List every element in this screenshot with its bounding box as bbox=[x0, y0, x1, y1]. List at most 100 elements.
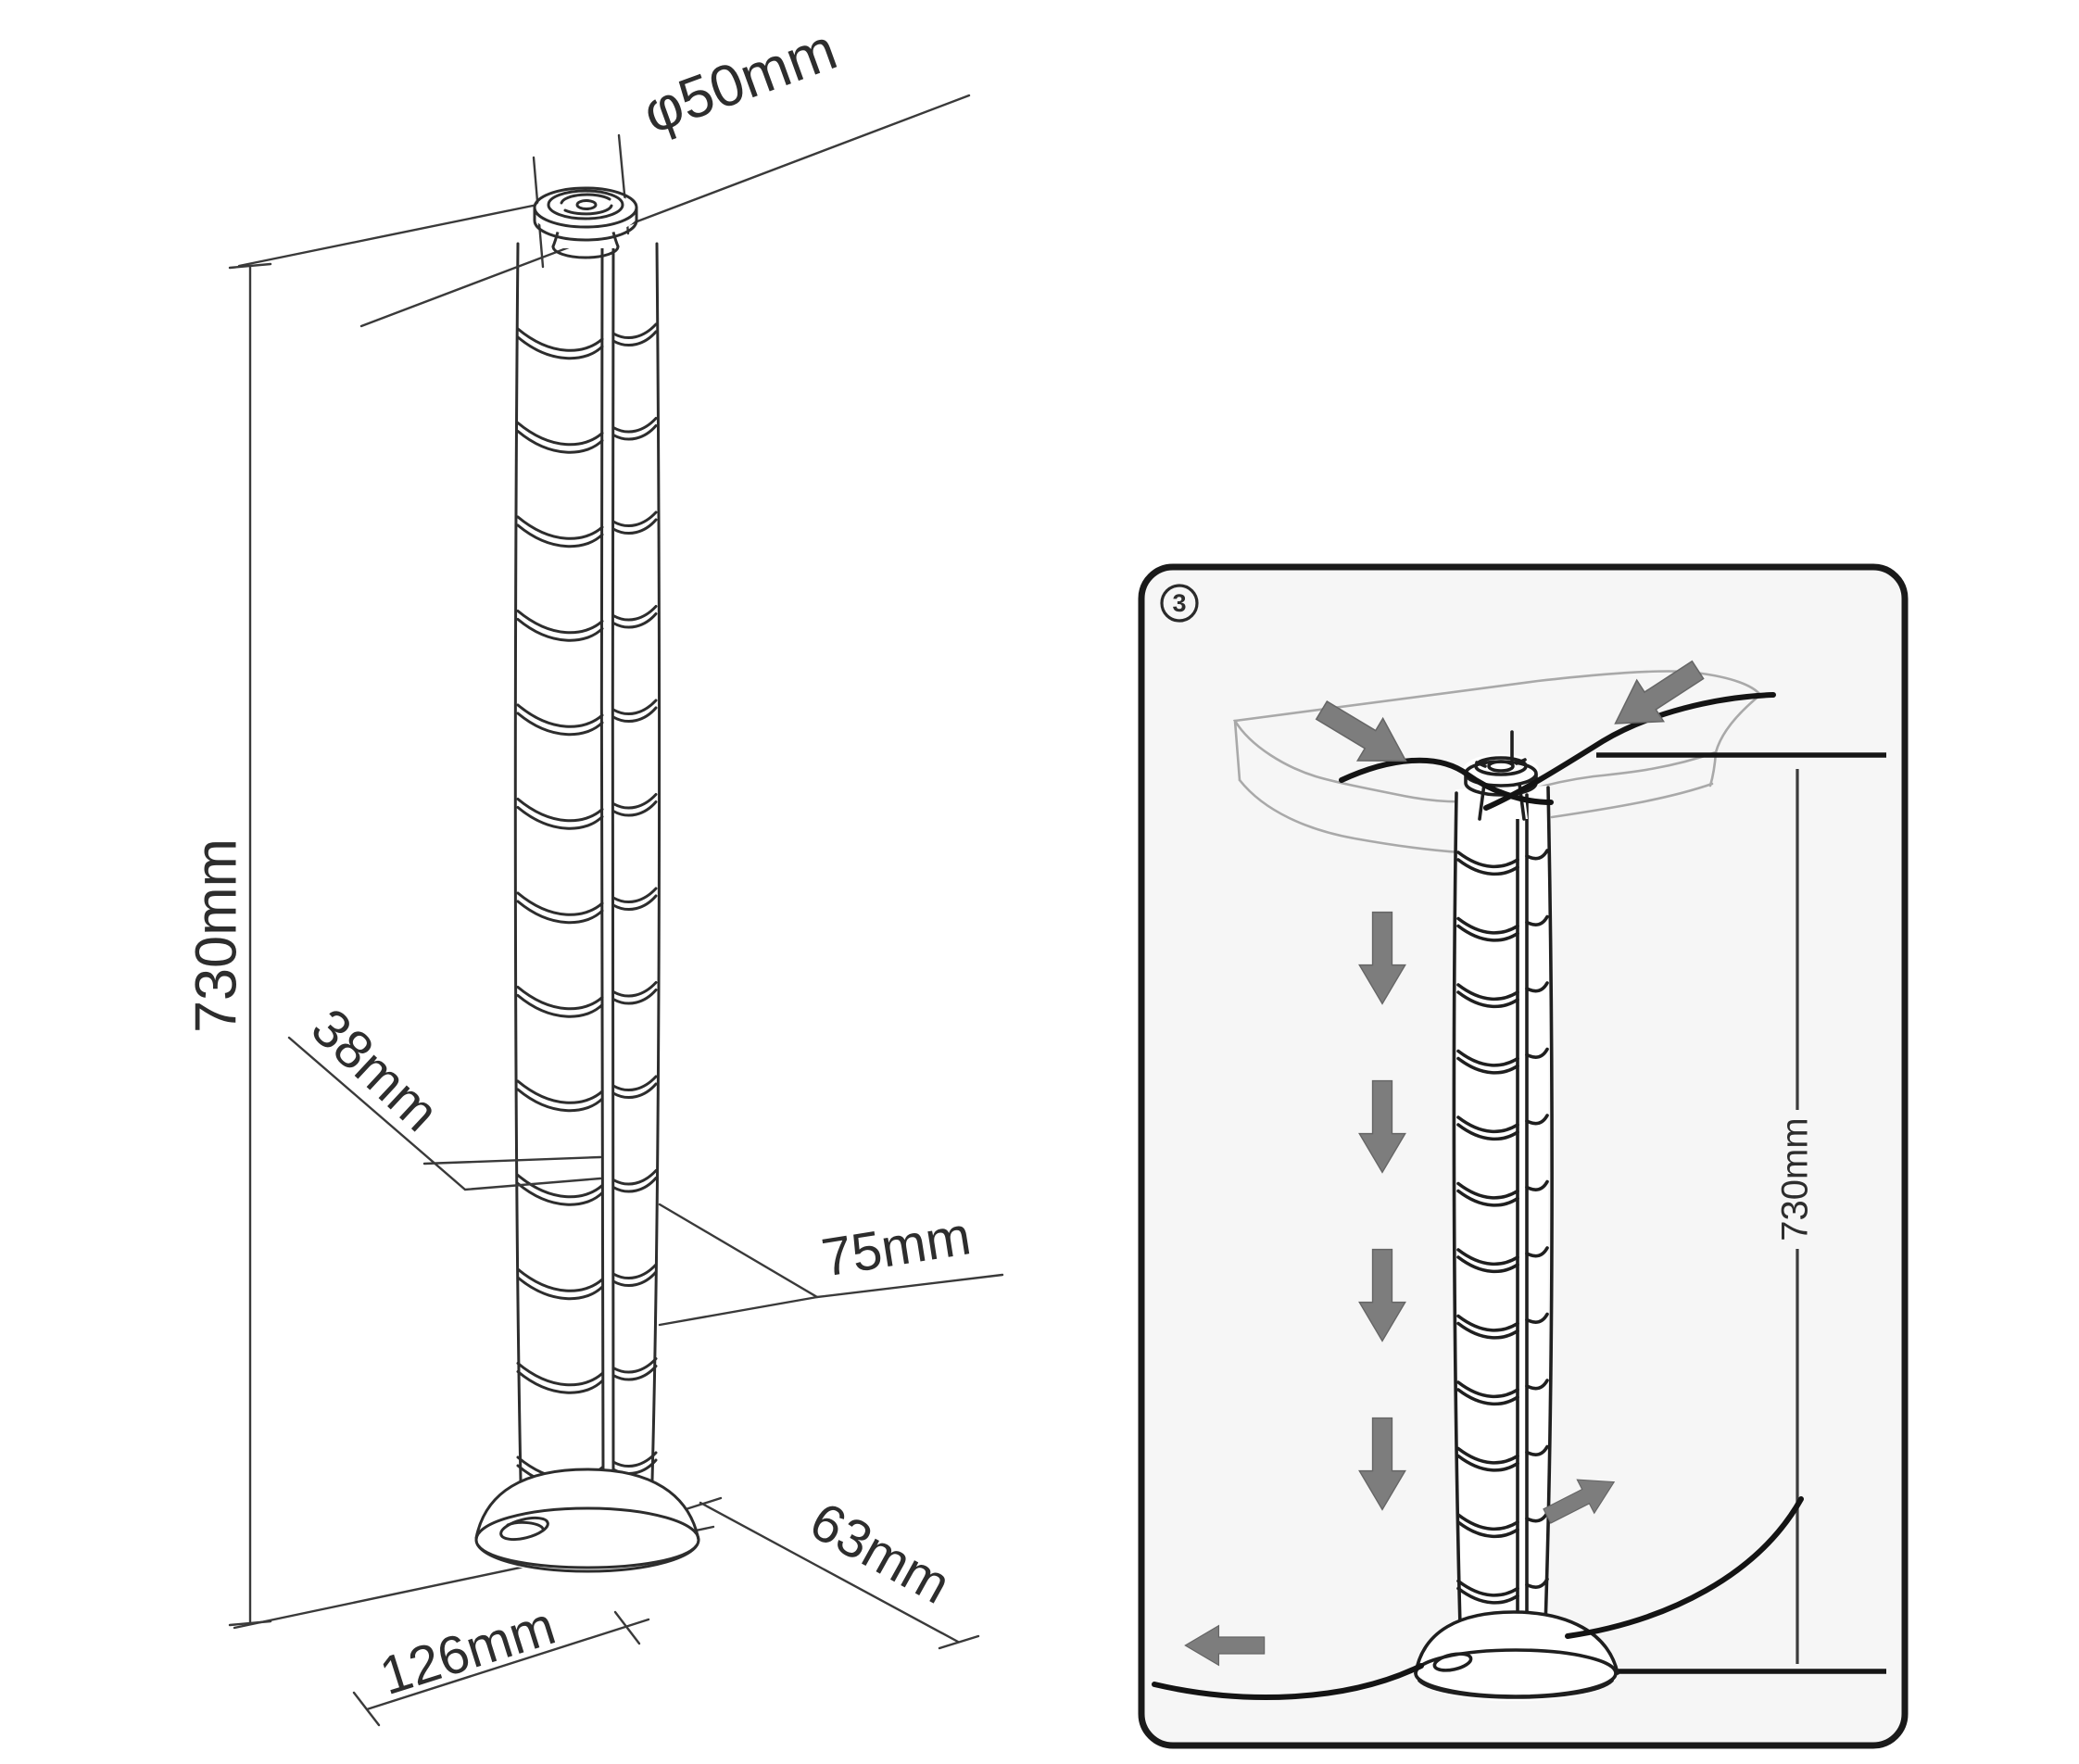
cap-inner-ring bbox=[547, 189, 624, 220]
spine-segment-arc bbox=[1525, 914, 1549, 926]
spine-segment-arc bbox=[611, 887, 658, 903]
spine-segment-arc bbox=[516, 798, 604, 823]
base-depth-label: 63mm bbox=[800, 1491, 960, 1616]
spine-segment-arc bbox=[516, 1174, 604, 1199]
spine-segment-arc bbox=[1456, 1189, 1519, 1207]
base-width-dimension-line bbox=[365, 1618, 650, 1711]
panel-spine-edges bbox=[1452, 786, 1554, 1629]
spine-segment-arc bbox=[516, 618, 604, 642]
desk-front-left-edge bbox=[1233, 719, 1241, 782]
pitch-label: 38mm bbox=[300, 997, 450, 1142]
spine-segment-arc bbox=[1525, 1246, 1549, 1258]
spine-segment-arc bbox=[611, 330, 658, 346]
spine-segment-arc bbox=[1456, 924, 1519, 942]
panel-base-dome bbox=[1414, 1610, 1619, 1675]
base-rim-thickness bbox=[476, 1544, 699, 1569]
spine-segment-arc bbox=[516, 515, 604, 540]
spine-segment-arc bbox=[516, 1267, 604, 1292]
cable-bottom-left bbox=[1152, 1663, 1424, 1700]
spine-segment-arc bbox=[1456, 916, 1519, 935]
spine-segment-arc bbox=[516, 806, 604, 830]
spine-segment-arc bbox=[516, 1079, 604, 1104]
spine-segment-arc bbox=[611, 800, 658, 817]
spine-segment-arc bbox=[1456, 1123, 1519, 1141]
spine-base bbox=[474, 1468, 700, 1573]
spine-segment-arc bbox=[516, 986, 604, 1011]
cable-bottom-right bbox=[1565, 1496, 1804, 1639]
diameter-leader-line bbox=[359, 94, 971, 328]
spine-segment-arc bbox=[516, 900, 604, 925]
cap-swirl bbox=[563, 204, 613, 216]
spine-segment-arc bbox=[611, 1263, 658, 1279]
dimension-depth: 75mm bbox=[658, 1203, 1004, 1327]
panel-base-rim-thickness bbox=[1418, 1679, 1614, 1699]
base-rim bbox=[474, 1506, 700, 1573]
spine-segment-arc bbox=[611, 894, 658, 911]
base-depth-dimension-line bbox=[699, 1501, 960, 1644]
spine-column-edges bbox=[513, 242, 662, 1482]
spine-segment-arc bbox=[516, 1362, 604, 1387]
cable-top-left bbox=[1339, 757, 1554, 805]
spine-segment-arc bbox=[1456, 1388, 1519, 1406]
spine-segment-arc bbox=[611, 322, 658, 339]
spine-right-edge bbox=[650, 242, 662, 1482]
spine-segment-arc bbox=[1456, 1056, 1519, 1075]
spine-segment-arc bbox=[1525, 1047, 1549, 1059]
cable-top-right bbox=[1483, 692, 1776, 811]
panel-base-cable-slot bbox=[1432, 1652, 1473, 1672]
spine-segment-arc bbox=[611, 981, 658, 998]
panel-height-label: 730mm bbox=[1775, 1117, 1816, 1241]
dimension-base-width: 126mm bbox=[352, 1595, 650, 1727]
spine-segment-arc bbox=[1456, 1579, 1519, 1597]
spine-segment-arc bbox=[516, 994, 604, 1018]
spine-segment-arc bbox=[611, 612, 658, 629]
spine-segment-arc bbox=[1456, 990, 1519, 1009]
spine-segment-arc bbox=[611, 1082, 658, 1099]
spine-segment-arc bbox=[516, 891, 604, 916]
spine-segment-arc bbox=[611, 989, 658, 1005]
panel-spine-column bbox=[1456, 849, 1549, 1605]
depth-leader-line bbox=[658, 1295, 819, 1327]
panel-cap-inner-ring bbox=[1474, 756, 1528, 776]
spine-segment-arc bbox=[1456, 1586, 1519, 1605]
spine-segment-arc bbox=[516, 422, 604, 447]
panel-spine-right-edge bbox=[1544, 786, 1554, 1629]
spine-top-cap bbox=[533, 186, 638, 259]
neck-bottom-arc bbox=[551, 245, 620, 259]
desk-front-bottom-edge bbox=[1238, 778, 1462, 854]
spine-segment-arc bbox=[1525, 849, 1549, 861]
cap-swirl bbox=[560, 193, 611, 205]
pitch-leader-line bbox=[422, 1155, 602, 1166]
spine-segment-arc bbox=[516, 1088, 604, 1113]
spine-segment-arc bbox=[1525, 1179, 1549, 1191]
spine-segment-arc bbox=[1525, 1444, 1549, 1456]
spine-segment-arc bbox=[1456, 850, 1519, 869]
desk-right-bottom-edge bbox=[1550, 782, 1714, 819]
spine-segment-arc bbox=[1525, 981, 1549, 993]
spine-segment-arc bbox=[1525, 1114, 1549, 1126]
spine-segment-arc bbox=[611, 1365, 658, 1381]
spine-segment-arc bbox=[1456, 983, 1519, 1002]
spine-segment-arc bbox=[516, 1370, 604, 1394]
base-width-tick bbox=[613, 1610, 641, 1645]
spine-seam-line bbox=[599, 242, 605, 1480]
base-depth-tick bbox=[681, 1496, 723, 1512]
spine-segment-arc bbox=[1525, 1312, 1549, 1324]
spine-segment-arc bbox=[1456, 1380, 1519, 1399]
step-number: 3 bbox=[1172, 589, 1186, 617]
spine-segment-arc bbox=[1456, 1049, 1519, 1067]
spine-segment-arc bbox=[611, 1270, 658, 1287]
dimension-diameter: φ50mm bbox=[359, 17, 971, 328]
spine-segment-arc bbox=[1456, 1314, 1519, 1332]
spine-segment-arc bbox=[1456, 1454, 1519, 1472]
spine-segment-arc bbox=[611, 1177, 658, 1193]
spine-segment-arc bbox=[516, 335, 604, 360]
height-extension-line bbox=[237, 203, 539, 268]
spine-segment-arc bbox=[1456, 858, 1519, 876]
step-badge-circle bbox=[1160, 584, 1199, 623]
step-badge: 3 bbox=[1160, 584, 1199, 623]
panel-dimension-height: 730mm bbox=[1596, 752, 1886, 1674]
cables bbox=[1152, 692, 1804, 1700]
base-width-tick bbox=[352, 1691, 381, 1727]
